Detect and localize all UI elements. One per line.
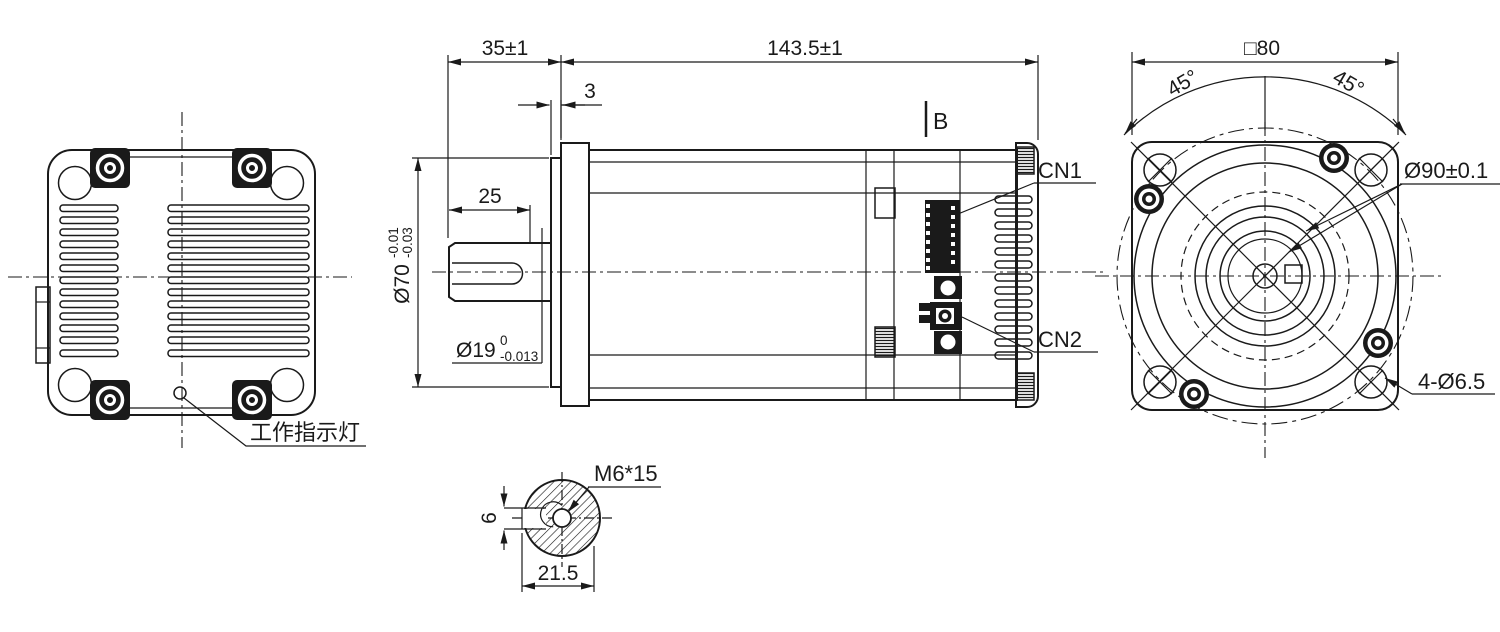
- connector-cn1-block: [925, 200, 960, 273]
- mounting-screw: [88, 146, 132, 190]
- back-view-side-protrusion: [35, 286, 51, 364]
- tapped-hole: [552, 508, 572, 528]
- shaft-hub-circle: [1219, 230, 1311, 322]
- motor-body: [588, 149, 1018, 401]
- back-view: 工作指示灯: [8, 112, 366, 448]
- section-b-text: B: [933, 108, 948, 134]
- dim-6-text: 6: [478, 512, 501, 524]
- mounting-screw: [230, 146, 274, 190]
- front-flange: [560, 142, 590, 407]
- diagonal-centerline: [1130, 141, 1266, 277]
- dia70-tol-lower: -0.03: [400, 227, 415, 258]
- screw-head: [874, 187, 896, 219]
- dim-flat-to-edge: 21.5: [521, 533, 595, 592]
- dim-pilot: 3: [518, 80, 602, 155]
- dia70-base-text: Ø70: [391, 264, 414, 304]
- indicator-label: 工作指示灯: [250, 420, 360, 445]
- dim-35-text: 35±1: [482, 37, 529, 60]
- screw-head: [874, 326, 896, 358]
- cover-screw: [1179, 379, 1209, 409]
- angle-left-text: 45°: [1163, 65, 1202, 101]
- label-cn1: CN1: [957, 158, 1096, 215]
- label-m6: M6*15: [567, 461, 661, 513]
- side-view: CN1 CN2 B 35±1 143.5±1: [386, 37, 1105, 408]
- corner-hole: [269, 367, 305, 403]
- mounting-hole: [1143, 365, 1177, 399]
- corner-hole: [57, 165, 93, 201]
- center-mark-circle: [1252, 263, 1278, 289]
- indicator-leader: [183, 397, 366, 447]
- section-b-detail: 6 21.5 M6*15: [478, 461, 661, 592]
- label-4-dia6-5: 4-Ø6.5: [1384, 369, 1495, 395]
- dia19-tol-upper: 0: [500, 333, 508, 348]
- bearing-circle-inner: [1205, 216, 1325, 336]
- rear-end-cap: [1015, 142, 1039, 408]
- dim-key-width: 6: [478, 486, 508, 550]
- dia70-tol-upper: -0.01: [386, 227, 401, 258]
- dim-dia70: Ø70 -0.01 -0.03: [386, 157, 549, 388]
- mounting-screw: [230, 378, 274, 422]
- cover-screw: [1363, 328, 1393, 358]
- screw-head: [1016, 372, 1035, 401]
- center-mark-hatch: [1256, 267, 1274, 285]
- front-flange-outline: [1131, 141, 1399, 411]
- hidden-circle: [1180, 191, 1350, 361]
- indicator-light: [173, 386, 187, 400]
- mounting-hole: [1354, 365, 1388, 399]
- dim-25-text: 25: [478, 185, 501, 208]
- rear-cap-fins: [994, 195, 1033, 360]
- dia19-base-text: Ø19: [456, 339, 496, 362]
- dia90-text: Ø90±0.1: [1404, 158, 1488, 183]
- corner-hole: [57, 367, 93, 403]
- cn1-text: CN1: [1038, 158, 1082, 183]
- section-mark-b: B: [924, 101, 948, 137]
- keyway-slot-fill: [523, 509, 546, 528]
- mounting-screw: [88, 378, 132, 422]
- label-dia90: Ø90±0.1: [1288, 158, 1500, 253]
- angle-right-text: 45°: [1329, 65, 1368, 101]
- dim-square80-text: □80: [1244, 37, 1280, 60]
- dim-143-text: 143.5±1: [767, 37, 843, 60]
- dim-square-80: □80: [1131, 37, 1399, 135]
- dim-shaft-ext: 35±1: [447, 37, 562, 238]
- boss-circle: [1151, 162, 1379, 390]
- bearing-circle: [1194, 205, 1336, 347]
- cover-screw: [1319, 143, 1349, 173]
- screw-head: [1016, 146, 1035, 175]
- body-circle: [1133, 144, 1397, 408]
- dim-angles: 45° 45°: [1123, 65, 1407, 136]
- heatsink-fins-right: [167, 204, 310, 358]
- dim-3-text: 3: [584, 80, 596, 103]
- connector-cn2-block: [919, 276, 962, 354]
- corner-hole: [269, 165, 305, 201]
- thread-arc: [540, 501, 563, 528]
- cover-screw: [1134, 184, 1164, 214]
- keyway-square: [1284, 264, 1303, 284]
- keyway: [452, 262, 524, 285]
- holes-text: 4-Ø6.5: [1418, 369, 1485, 394]
- label-cn2: CN2: [961, 316, 1098, 353]
- dim-body-length: 143.5±1: [561, 37, 1039, 140]
- heatsink-fins-left: [59, 204, 119, 358]
- dia19-tol-lower: -0.013: [500, 349, 538, 364]
- diagonal-centerline: [1130, 275, 1266, 411]
- cn2-text: CN2: [1038, 327, 1082, 352]
- mounting-hole: [1143, 153, 1177, 187]
- thread-text: M6*15: [594, 461, 658, 486]
- back-view-body-outline: [47, 149, 316, 416]
- shaft: [448, 242, 551, 302]
- front-view: 45° 45° □80 Ø90±0.1 4-Ø6.5: [1095, 37, 1500, 458]
- dim-key-length: 25: [449, 185, 531, 243]
- mounting-hole: [1354, 153, 1388, 187]
- dim-dia19: Ø19 0 -0.013: [452, 228, 543, 364]
- dim-21-5-text: 21.5: [538, 562, 579, 585]
